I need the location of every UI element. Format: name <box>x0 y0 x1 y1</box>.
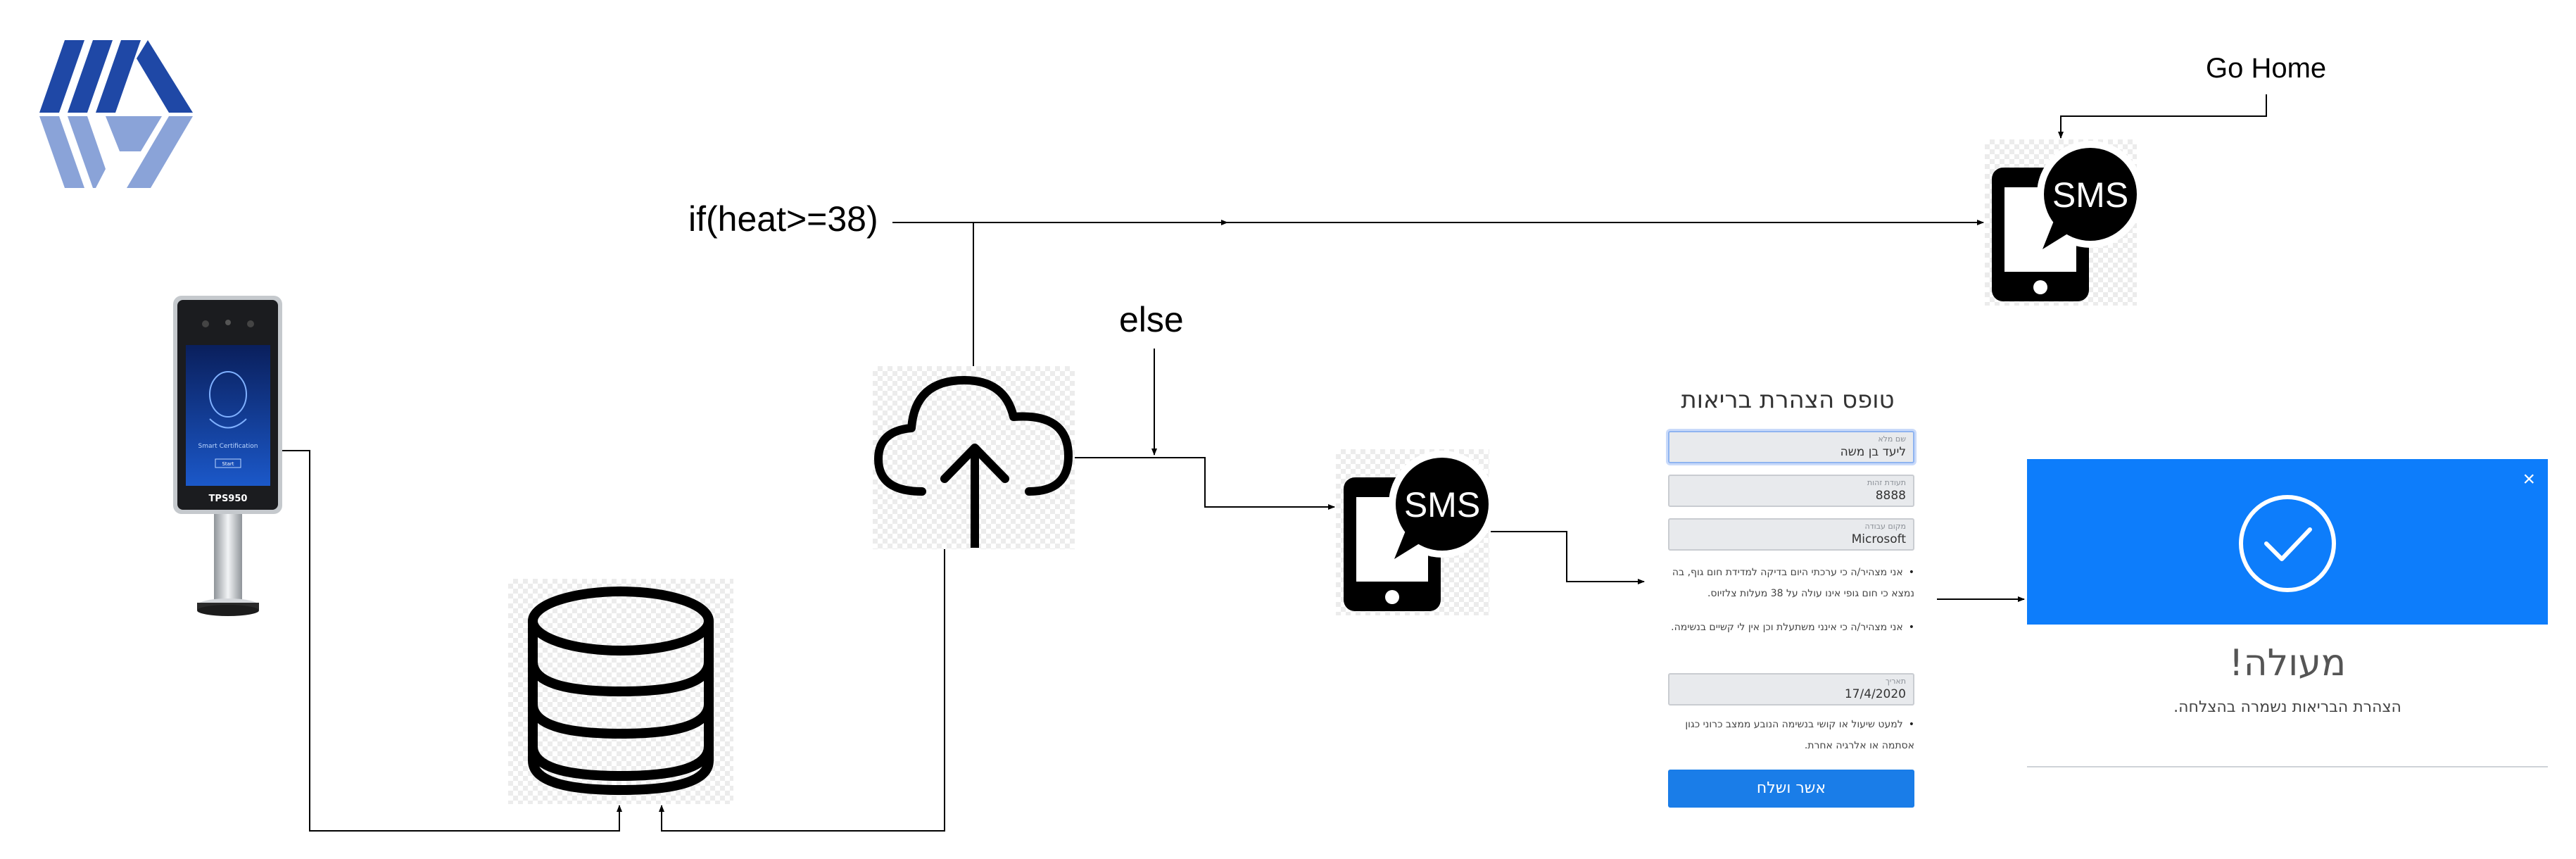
full-name-field[interactable]: שם מלא ליעד בן משה <box>1668 431 1914 463</box>
modal-header: × <box>2027 459 2548 625</box>
full-name-value: ליעד בן משה <box>1840 445 1906 459</box>
if-condition-label: if(heat>=38) <box>688 199 878 239</box>
statement-breathing: אני מצהיר/ה כי אינני משתעלת וכן אין לי ק… <box>1668 617 1914 638</box>
check-circle-icon <box>2239 495 2336 592</box>
go-home-label: Go Home <box>2206 53 2327 84</box>
cloud-upload-icon <box>873 366 1075 549</box>
health-declaration-form: טופס הצהרת בריאות שם מלא ליעד בן משה תעו… <box>1661 380 1914 810</box>
arrow-cloud-to-sms-mid <box>1073 457 1335 510</box>
device-screen-button: Start <box>222 461 234 467</box>
else-label: else <box>1119 300 1184 339</box>
date-value: 17/4/2020 <box>1844 687 1906 701</box>
modal-divider <box>2027 766 2548 767</box>
arrow-sms-to-form <box>1491 531 1645 584</box>
database-icon <box>508 579 733 804</box>
sms-phone-icon-top: SMS <box>1985 139 2144 306</box>
form-title: טופס הצהרת בריאות <box>1681 386 1895 414</box>
device-screen-text: Smart Certification <box>198 443 258 450</box>
arrow-device-to-database <box>282 450 622 832</box>
workplace-value: Microsoft <box>1851 532 1906 546</box>
arrow-cloud-to-database <box>659 547 945 832</box>
workplace-label: מקום עבודה <box>1864 522 1906 531</box>
company-logo <box>39 40 193 188</box>
sms-text-top: SMS <box>2052 175 2128 215</box>
device-model-label: TPS950 <box>209 494 248 504</box>
sms-text-middle: SMS <box>1404 485 1480 525</box>
success-modal: × מעולה! הצהרת הבריאות נשמרה בהצלחה. <box>2027 459 2548 767</box>
submit-button[interactable]: אשר ושלח <box>1668 770 1914 808</box>
id-number-label: תעודת זהות <box>1867 478 1906 487</box>
workplace-field[interactable]: מקום עבודה Microsoft <box>1668 518 1914 551</box>
modal-message: הצהרת הבריאות נשמרה בהצלחה. <box>2173 698 2401 716</box>
id-number-value: 8888 <box>1875 489 1906 503</box>
statement-temperature: אני מצהיר/ה כי ערכתי היום בדיקה למדידת ח… <box>1668 562 1914 604</box>
statement-chronic-exception: למעט שיעול או קושי בנשימה הנובע ממצב כרו… <box>1668 714 1914 756</box>
date-label: תאריך <box>1885 677 1906 686</box>
full-name-label: שם מלא <box>1878 434 1906 444</box>
arrow-gohome-to-sms <box>2058 94 2267 139</box>
id-number-field[interactable]: תעודת זהות 8888 <box>1668 475 1914 507</box>
thermal-scanner-device: Smart Certification Start TPS950 <box>173 296 282 616</box>
sms-phone-icon-middle: SMS <box>1336 449 1496 615</box>
modal-title: מעולה! <box>2228 642 2347 684</box>
date-field[interactable]: תאריך 17/4/2020 <box>1668 673 1914 706</box>
close-icon[interactable]: × <box>2523 468 2535 491</box>
